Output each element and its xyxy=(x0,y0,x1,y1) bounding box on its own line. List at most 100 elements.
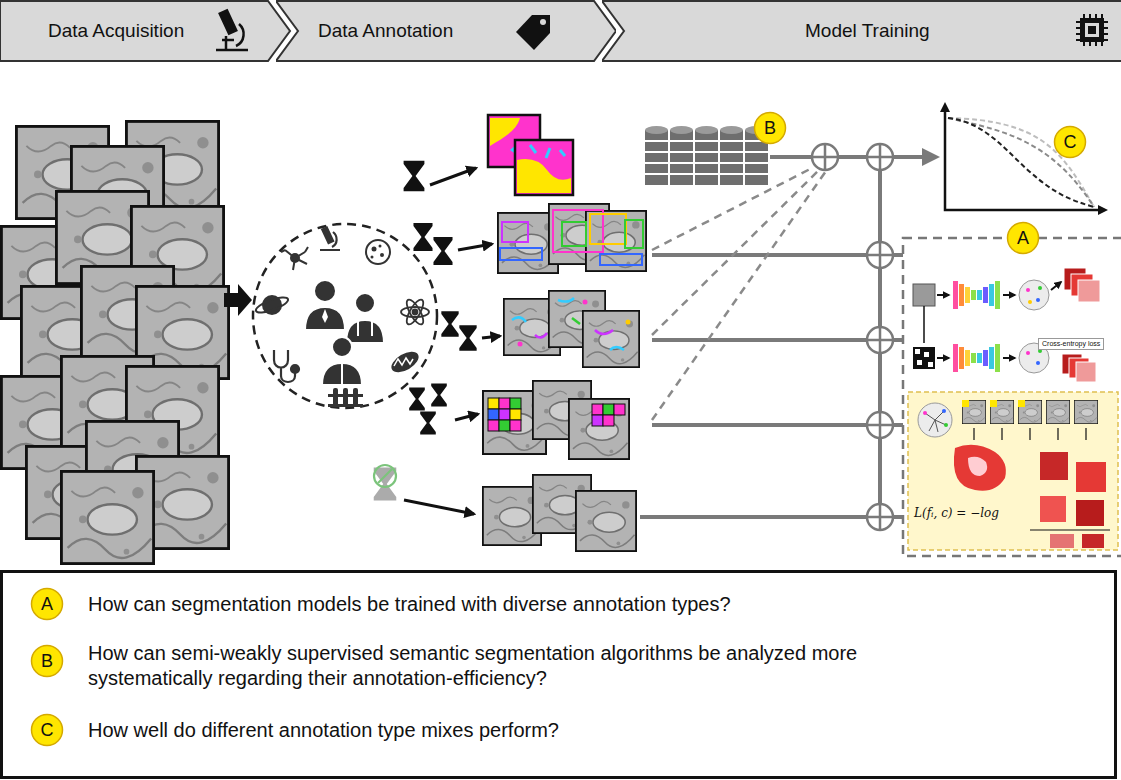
scribble-annotation-thumbnail xyxy=(558,298,574,302)
method-inset xyxy=(989,284,994,306)
method-inset xyxy=(965,350,970,366)
method-inset xyxy=(1019,280,1049,310)
annotator-icons xyxy=(254,227,429,407)
method-inset xyxy=(1040,496,1066,522)
callout-circle: B xyxy=(30,644,64,678)
chip-icon xyxy=(1085,23,1099,37)
pipeline-stage: Data Acquisition xyxy=(0,0,292,62)
callout-letter: C xyxy=(1053,125,1087,159)
patch-label-thumbnail xyxy=(488,398,499,409)
scribble-annotation-thumbnail xyxy=(610,347,624,350)
data-flow-line xyxy=(770,155,924,159)
sum-symbol xyxy=(867,144,893,170)
annotator-icons xyxy=(291,365,299,373)
mix-dashed-line xyxy=(652,167,814,250)
callout-circle: A xyxy=(1006,221,1040,255)
scribble-annotation-thumbnail xyxy=(504,291,639,367)
callout-letter: C xyxy=(30,713,64,747)
annotator-icons xyxy=(254,294,289,315)
method-inset xyxy=(1003,294,1015,296)
em-image-stack xyxy=(61,471,153,563)
method-inset xyxy=(918,403,952,437)
microscope-icon xyxy=(216,49,248,52)
patch-label-thumbnail xyxy=(592,415,603,426)
method-inset xyxy=(944,423,948,427)
tag-icon xyxy=(516,15,550,50)
patch-label-thumbnail xyxy=(614,404,625,415)
method-inset xyxy=(1040,452,1068,480)
chip-icon xyxy=(1076,14,1108,46)
effort-hourglass xyxy=(433,237,452,265)
method-inset xyxy=(989,347,994,369)
sum-symbol xyxy=(867,242,893,268)
annotator-icons xyxy=(281,247,308,270)
sum-symbol xyxy=(812,144,838,170)
method-inset xyxy=(937,357,949,359)
scribble-annotation-thumbnail xyxy=(512,317,526,322)
annotator-circle xyxy=(253,224,437,408)
method-inset xyxy=(954,445,1006,491)
performance-chart xyxy=(1098,205,1108,215)
dataset-stack xyxy=(695,126,718,185)
loss-tag: Cross-entropy loss xyxy=(1038,338,1104,350)
data-flow-line xyxy=(640,515,905,519)
method-inset xyxy=(965,287,970,303)
method-inset xyxy=(974,428,1086,440)
method-inset xyxy=(937,294,949,296)
dataset-stack xyxy=(670,126,693,185)
tag-icon xyxy=(516,15,550,50)
callout-letter: B xyxy=(753,111,787,145)
annotator-icons xyxy=(371,256,374,259)
patch-label-thumbnail xyxy=(499,398,510,409)
effort-hourglass xyxy=(413,223,432,251)
patch-label-thumbnail xyxy=(603,404,614,415)
effort-hourglass xyxy=(374,465,396,487)
data-flow-line xyxy=(640,157,924,517)
sum-symbol xyxy=(867,412,893,438)
sum-symbol xyxy=(867,412,893,438)
annotation-arrow xyxy=(455,414,478,420)
annotator-icons xyxy=(358,322,372,336)
annotation-arrow xyxy=(458,244,492,250)
method-inset xyxy=(959,284,964,306)
mix-dashed-line xyxy=(652,170,819,335)
method-inset xyxy=(995,344,1000,372)
dense-mask-thumbnail xyxy=(517,159,571,193)
dense-mask-thumbnail xyxy=(530,145,565,158)
method-inset xyxy=(990,400,997,407)
method-inset xyxy=(1028,300,1032,304)
callout-circle: A xyxy=(30,587,64,621)
annotator-icons xyxy=(305,280,384,385)
annotator-icons xyxy=(274,350,299,382)
method-inset xyxy=(953,281,958,309)
effort-hourglass xyxy=(374,161,477,501)
method-inset xyxy=(953,344,1000,372)
method-inset xyxy=(1074,400,1097,423)
chevron-outline xyxy=(602,1,1121,61)
method-inset xyxy=(953,281,1000,309)
box-annotation-thumbnail xyxy=(502,222,528,242)
annotator-icons xyxy=(401,307,429,317)
box-annotation-thumbnail xyxy=(553,210,603,252)
patch-label-thumbnail xyxy=(499,409,510,420)
method-inset xyxy=(1003,357,1015,359)
method-inset xyxy=(1026,351,1030,355)
em-image-stack xyxy=(1,121,228,563)
dataset-stack xyxy=(645,130,668,185)
unlabelled-thumbnail xyxy=(483,475,636,551)
dataset-stack xyxy=(670,130,693,185)
method-inset xyxy=(1036,298,1040,302)
sum-symbol xyxy=(867,327,893,353)
callout-circle: B xyxy=(753,111,787,145)
annotator-icons xyxy=(366,240,390,264)
loss-formula: L(fᵢ, c) = −log xyxy=(912,506,1001,520)
annotator-icons xyxy=(281,247,308,270)
method-inset xyxy=(1051,282,1061,290)
method-inset xyxy=(915,349,920,354)
annotator-icons xyxy=(332,337,352,357)
annotator-icons xyxy=(254,294,289,315)
sum-symbol xyxy=(812,144,838,170)
microscope-icon xyxy=(236,24,244,46)
method-inset xyxy=(1036,361,1040,365)
